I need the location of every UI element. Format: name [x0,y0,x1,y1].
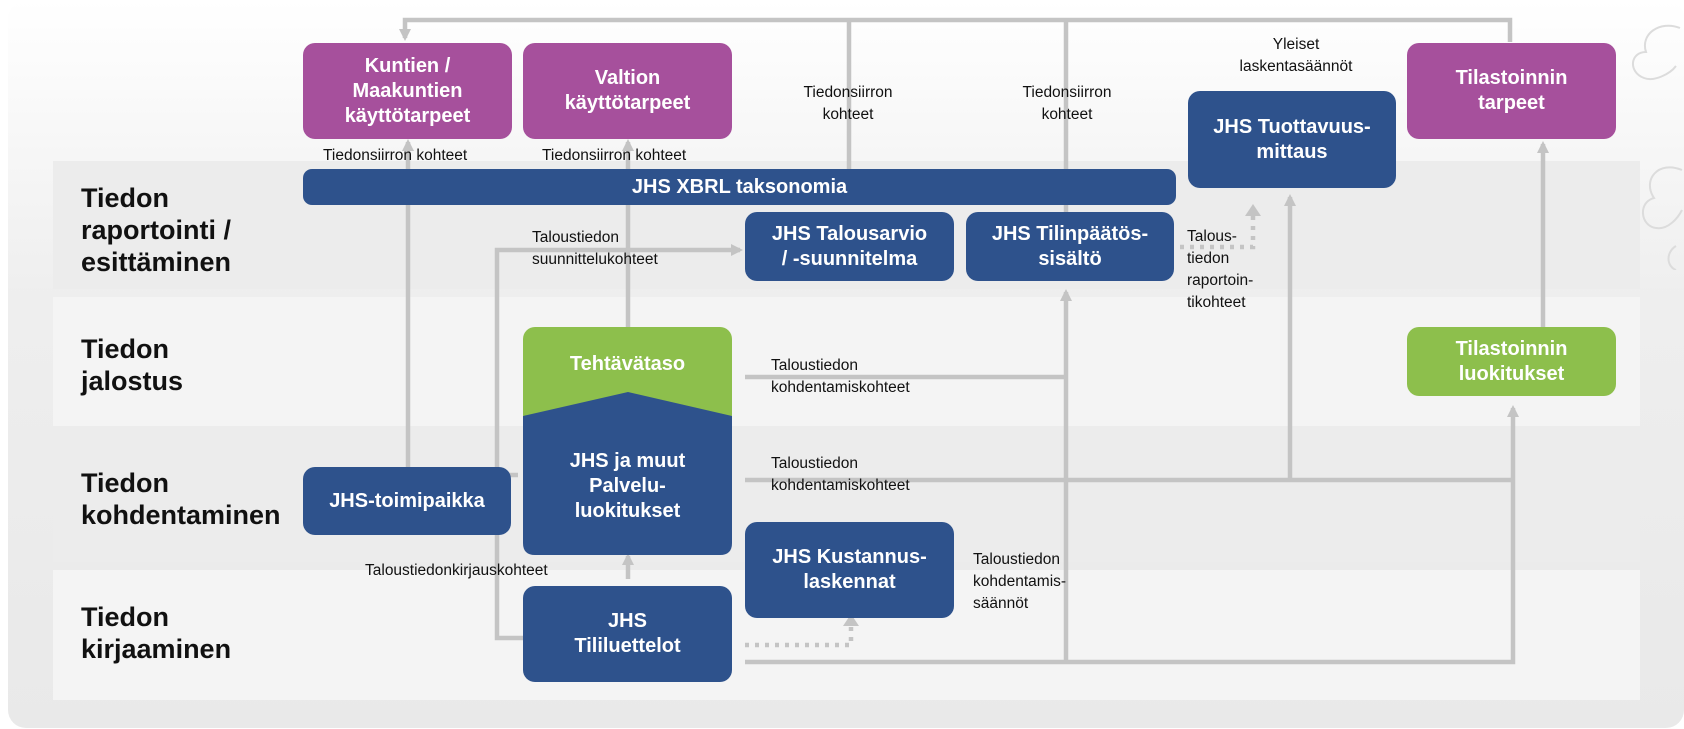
box-kuntien-kayttotarpeet: Kuntien / Maakuntien käyttötarpeet [303,43,512,139]
box-jhs-toimipaikka: JHS-toimipaikka [303,467,511,535]
dotted-tilinpaatos-tuottavuus [1170,214,1256,250]
band-jalostus [53,297,1640,426]
label-raportointikohteet: Talous- tiedon raportoin- tikohteet [1187,228,1254,311]
row-label-kohdentaminen: Tiedon kohdentaminen [81,468,281,530]
line-tililuettelot-right [745,405,1519,665]
arrowhead-kustannus [843,614,859,626]
box-talousarvio: JHS Talousarvio / -suunnitelma [745,212,954,281]
box-tuottavuusmittaus: JHS Tuottavuus- mittaus [1188,91,1396,188]
row-label-kirjaaminen: Tiedon kirjaaminen [81,602,232,664]
box-tilinpaatossisalto: JHS Tilinpäätös- sisältö [966,212,1174,281]
arrowhead-tuottavuus [1245,204,1261,216]
leaf-decoration-icon [1632,24,1683,270]
label-kohdentamiskohteet-1: Taloustiedon kohdentamiskohteet [771,357,910,396]
top-return-line [399,17,1513,42]
box-valtion-kayttotarpeet: Valtion käyttötarpeet [523,43,732,139]
label-tiedonsiirron-kohteet-4: Tiedonsiirron kohteet [1022,84,1112,123]
label-tiedonsiirron-kohteet-1: Tiedonsiirron kohteet [323,147,468,164]
box-tilastoinnin-tarpeet: Tilastoinnin tarpeet [1407,43,1616,139]
label-yleiset-laskentasaannot: Yleiset laskentasäännöt [1239,36,1353,75]
label-kirjauskohteet: Taloustiedonkirjauskohteet [365,562,548,579]
box-tililuettelot: JHS Tililuettelot [523,586,732,682]
row-label-jalostus: Tiedon jalostus [81,334,184,396]
box-kustannuslaskennat: JHS Kustannus- laskennat [745,522,954,618]
row-label-raportointi: Tiedon raportointi / esittäminen [81,183,232,277]
label-tiedonsiirron-kohteet-2: Tiedonsiirron kohteet [542,147,687,164]
box-palvelu-shape [523,392,732,555]
box-xbrl-taksonomia: JHS XBRL taksonomia [303,169,1176,205]
label-suunnittelukohteet: Taloustiedon suunnittelukohteet [532,229,658,268]
label-kohdentamissaannot: Taloustiedon kohdentamis- säännöt [973,551,1067,612]
box-tilastoinnin-luokitukset: Tilastoinnin luokitukset [1407,327,1616,396]
label-kohdentamiskohteet-2: Taloustiedon kohdentamiskohteet [771,455,910,494]
dotted-tililuettelot-kustannus [745,622,854,648]
box-palveluluokitukset: JHS ja muut Palvelu- luokitukset [569,449,686,522]
label-tiedonsiirron-kohteet-3: Tiedonsiirron kohteet [803,84,893,123]
line-suunnittelu [494,244,743,641]
